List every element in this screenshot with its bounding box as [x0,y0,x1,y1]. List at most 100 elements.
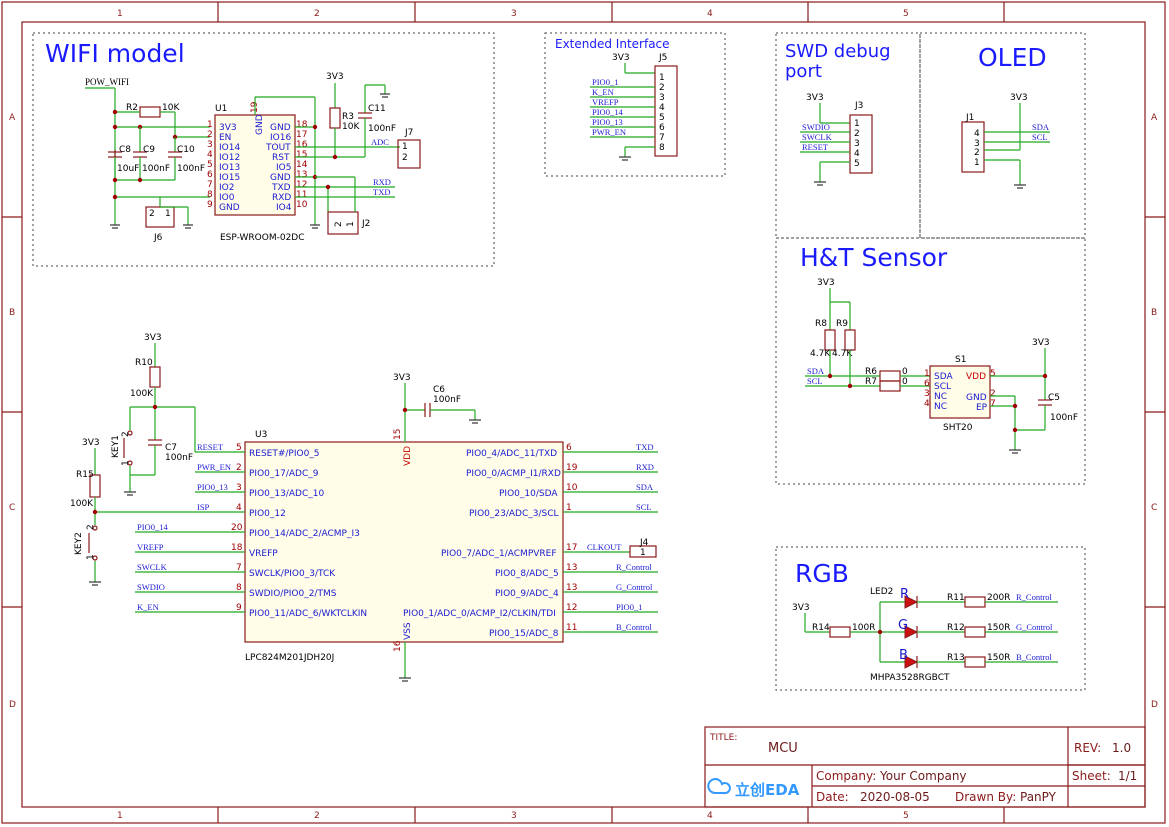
svg-text:VSS: VSS [403,622,413,640]
oled-section-title: OLED [978,43,1047,72]
net-label: PIO0_1 [592,77,618,87]
svg-text:R9: R9 [836,319,848,329]
svg-text:IO16: IO16 [270,133,291,143]
svg-text:1: 1 [640,548,646,558]
svg-text:1: 1 [659,73,665,83]
svg-text:R14: R14 [812,623,830,633]
net-label: SWCLK [802,132,833,142]
row-label: C [9,503,15,513]
svg-text:1: 1 [86,554,96,560]
svg-text:100nF: 100nF [165,453,193,463]
svg-text:15: 15 [393,429,403,440]
tb-sheet: 1/1 [1118,769,1137,783]
r6-resistor [879,370,901,382]
svg-text:PIO0_0/ACMP_I1/RXD: PIO0_0/ACMP_I1/RXD [466,469,561,479]
svg-text:R6: R6 [865,367,877,377]
net-label: G_Control [1016,622,1053,632]
r9-resistor [844,329,856,351]
svg-text:6: 6 [566,443,572,453]
svg-text:15: 15 [296,150,307,160]
svg-text:1: 1 [207,120,213,130]
rgb-section-box [775,546,1086,691]
svg-text:R13: R13 [947,653,965,663]
row-label: D [1151,700,1158,710]
led-red-letter: R [900,587,909,602]
net-label: PIO0_1 [616,602,642,612]
j4-connector [629,545,657,558]
svg-text:8: 8 [236,583,242,593]
svg-text:3: 3 [974,139,980,149]
r8-resistor [824,329,836,351]
j2-connector [327,211,359,235]
tb-company-label: Company: [816,769,876,783]
net-label: SCL [807,376,823,386]
tb-title: MCU [768,741,798,756]
svg-text:100K: 100K [130,389,154,399]
c10-ref: C10 [177,145,195,155]
svg-text:SWDIO/PIO0_2/TMS: SWDIO/PIO0_2/TMS [249,589,337,599]
net-label: SWDIO [802,122,830,132]
wifi-section-box [32,32,495,267]
j1-supply: 3V3 [1010,93,1028,103]
r10-resistor [149,366,161,388]
svg-text:6: 6 [659,123,665,133]
svg-text:5: 5 [854,159,860,169]
svg-text:0: 0 [902,377,908,387]
net-label: B_Control [1016,652,1053,662]
svg-text:4: 4 [659,103,665,113]
svg-text:NC: NC [934,402,947,412]
r2-ref: R2 [126,103,138,113]
row-label: B [9,308,15,318]
net-label: PWR_EN [197,462,231,472]
row-label: A [1151,113,1158,123]
svg-text:3: 3 [207,140,213,150]
svg-text:100nF: 100nF [1050,413,1078,423]
u3-left-pins: RESET#/PIO0_5 PIO0_17/ADC_9 PIO0_13/ADC_… [231,443,367,619]
svg-text:7: 7 [990,399,996,409]
svg-text:EN: EN [219,133,231,143]
row-label: B [1151,308,1157,318]
net-label: G_Control [616,582,653,592]
svg-text:IO15: IO15 [219,173,240,183]
rgb-led-circuit: 3V3 R14 100R LED2 MHPA3528RGBCT R G B R1… [792,587,1058,683]
svg-text:2: 2 [121,431,131,437]
s1-sht20-sensor [929,365,991,419]
svg-text:13: 13 [566,563,577,573]
net-label: SWDIO [137,582,165,592]
svg-text:R12: R12 [947,623,965,633]
svg-text:1: 1 [854,119,860,129]
svg-text:10: 10 [566,483,578,493]
j3-supply: 3V3 [806,93,824,103]
row-label: A [9,113,16,123]
ht-sensor-circuit: 3V3 R8 R9 4.7K 4.7K SDA SCL R6 R7 0 0 S1… [805,278,1078,454]
svg-text:1: 1 [566,503,572,513]
c9-ref: C9 [143,145,155,155]
j6-pin1: 1 [165,209,171,219]
ht-supply: 3V3 [817,278,835,288]
col-label: 2 [314,9,320,19]
svg-text:PIO0_14/ADC_2/ACMP_I3: PIO0_14/ADC_2/ACMP_I3 [249,529,360,539]
rgb-section-title: RGB [795,559,849,588]
r2-resistor [139,106,161,118]
u1-left-pins: 3V3 EN IO14 IO12 IO13 IO15 IO2 IO0 GND 1… [207,120,240,213]
net-label: RESET [802,142,829,152]
svg-text:5: 5 [659,113,665,123]
svg-text:3: 3 [854,139,860,149]
svg-text:PIO0_7/ADC_1/ACMPVREF: PIO0_7/ADC_1/ACMPVREF [441,549,557,559]
svg-text:TXD: TXD [271,183,291,193]
net-label: SCL [636,502,652,512]
svg-text:RST: RST [272,153,290,163]
svg-text:4: 4 [924,399,930,409]
r11-resistor [964,596,986,608]
mcu-lpc824-circuit: U3 LPC824M201JDH20J 3V3 VDD 15 C6 100nF … [70,333,658,682]
c11-ref: C11 [368,104,386,114]
net-label: VREFP [137,542,164,552]
svg-text:5: 5 [207,160,213,170]
tb-date-label: Date: [816,790,849,804]
svg-text:GND: GND [270,173,291,183]
wifi-section-title: WIFI model [45,39,185,68]
svg-text:4: 4 [854,149,860,159]
r7-resistor [879,380,901,392]
col-label: 1 [117,9,123,19]
pow-wifi-label: POW_WIFI [85,77,129,87]
